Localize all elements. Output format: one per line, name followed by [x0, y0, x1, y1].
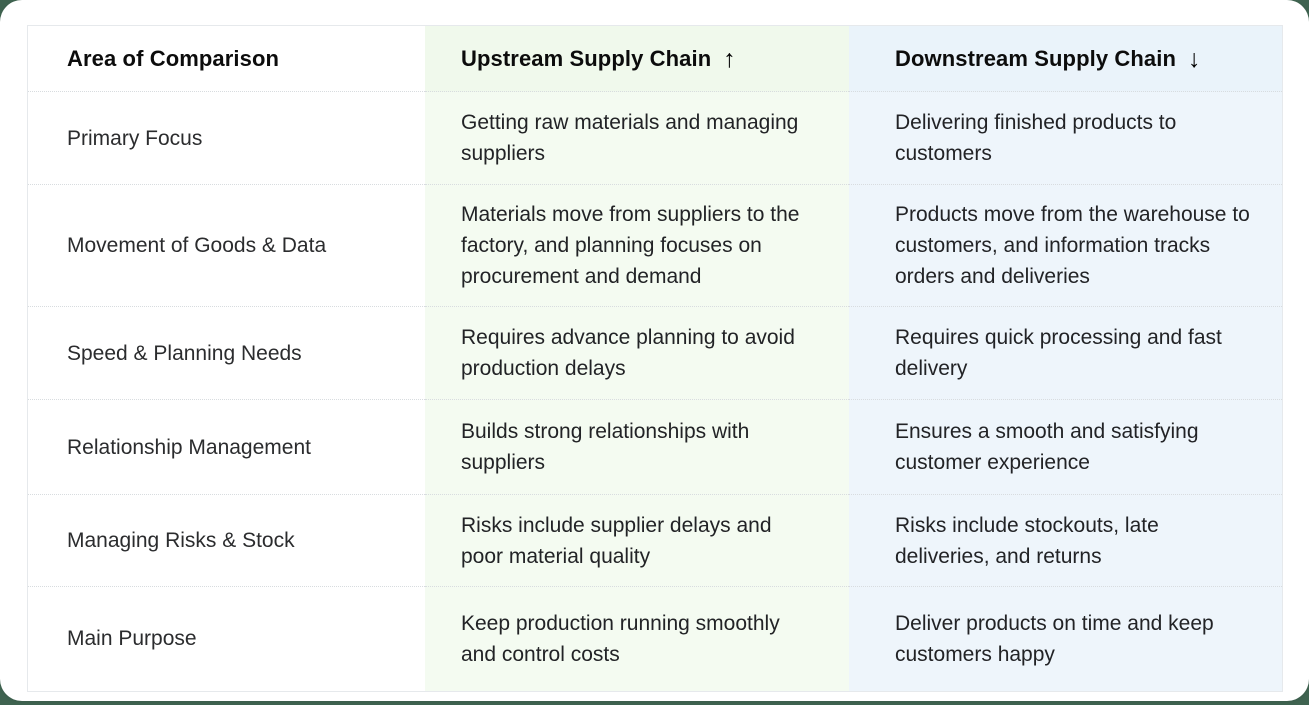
table-row-main-purpose: Main Purpose Keep production running smo… [28, 586, 1282, 691]
downstream-cell: Risks include stockouts, late deliveries… [849, 494, 1282, 587]
table-row-relationship-management: Relationship Management Builds strong re… [28, 399, 1282, 495]
header-label: Upstream Supply Chain [461, 46, 712, 71]
arrow-down-icon: ↓ [1188, 45, 1201, 73]
header-label: Area of Comparison [67, 45, 280, 71]
downstream-cell: Requires quick processing and fast deliv… [849, 306, 1282, 400]
upstream-cell: Requires advance planning to avoid produ… [425, 306, 849, 400]
column-header-area-of-comparison: Area of Comparison [28, 26, 425, 92]
header-label: Downstream Supply Chain [895, 46, 1177, 71]
table-row-speed-planning: Speed & Planning Needs Requires advance … [28, 306, 1282, 400]
supply-chain-comparison-table: Area of Comparison Upstream Supply Chain… [28, 26, 1282, 691]
row-label-cell: Primary Focus [28, 91, 425, 185]
header-row: Area of Comparison Upstream Supply Chain… [28, 26, 1282, 92]
column-header-upstream: Upstream Supply Chain ↑ [425, 26, 849, 92]
row-label-cell: Movement of Goods & Data [28, 184, 425, 307]
table-row-primary-focus: Primary Focus Getting raw materials and … [28, 91, 1282, 185]
upstream-cell: Builds strong relationships with supplie… [425, 399, 849, 495]
comparison-table-container: Area of Comparison Upstream Supply Chain… [27, 25, 1283, 692]
downstream-cell: Ensures a smooth and satisfying customer… [849, 399, 1282, 495]
row-label-cell: Main Purpose [28, 586, 425, 691]
upstream-cell: Risks include supplier delays and poor m… [425, 494, 849, 587]
row-label-cell: Speed & Planning Needs [28, 306, 425, 400]
row-label-cell: Managing Risks & Stock [28, 494, 425, 587]
upstream-cell: Materials move from suppliers to the fac… [425, 184, 849, 307]
upstream-cell: Getting raw materials and managing suppl… [425, 91, 849, 185]
arrow-up-icon: ↑ [723, 45, 736, 73]
row-label-cell: Relationship Management [28, 399, 425, 495]
downstream-cell: Products move from the warehouse to cust… [849, 184, 1282, 307]
downstream-cell: Delivering finished products to customer… [849, 91, 1282, 185]
downstream-cell: Deliver products on time and keep custom… [849, 586, 1282, 691]
column-header-downstream: Downstream Supply Chain ↓ [849, 26, 1282, 92]
upstream-cell: Keep production running smoothly and con… [425, 586, 849, 691]
table-row-managing-risks: Managing Risks & Stock Risks include sup… [28, 494, 1282, 587]
table-row-movement-of-goods: Movement of Goods & Data Materials move … [28, 184, 1282, 307]
